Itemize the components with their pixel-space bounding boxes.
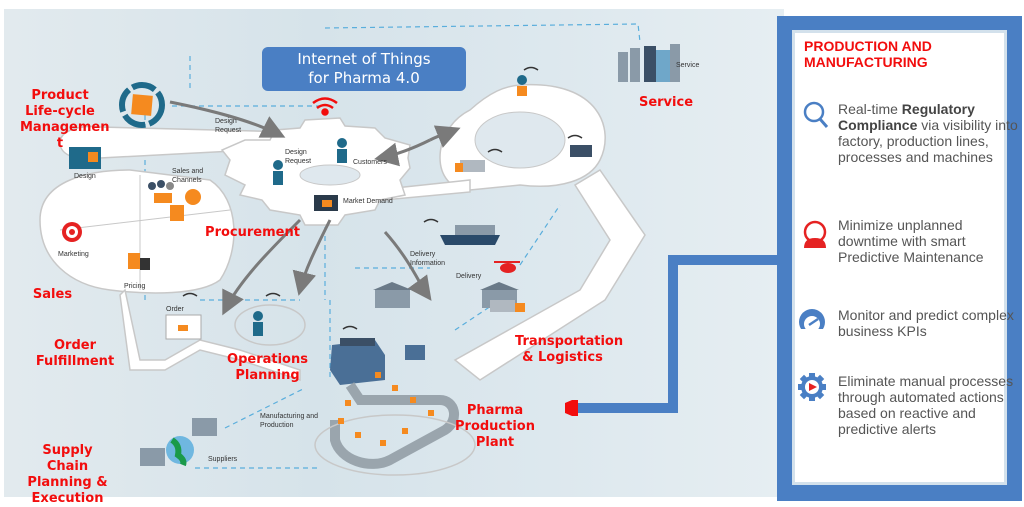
pricing-icon bbox=[128, 253, 150, 270]
suppliers-icon bbox=[140, 418, 217, 467]
wifi-red-icon bbox=[312, 97, 338, 116]
panel-item-compliance: Real-time Regulatory Compliance via visi… bbox=[838, 101, 1018, 165]
gear-market-demand-label: Market Demand bbox=[343, 198, 393, 205]
sales-team-icon bbox=[148, 180, 174, 203]
label-service: Service bbox=[638, 95, 694, 110]
delivery-label: Delivery bbox=[456, 273, 482, 280]
plm-ring-icon bbox=[119, 82, 165, 128]
panel-item-kpis: Monitor and predict complex business KPI… bbox=[838, 307, 1014, 339]
iot-title-box: Internet of Things for Pharma 4.0 bbox=[262, 47, 466, 91]
conveyor bbox=[330, 382, 459, 469]
service-building-label: Service bbox=[676, 62, 700, 69]
design-request-arrow-label: Design Request bbox=[215, 118, 242, 134]
connector-end-cap bbox=[565, 400, 578, 416]
label-pharma-plant: Pharma Production Plant bbox=[455, 403, 535, 450]
connector-line bbox=[572, 255, 782, 413]
pricing-label: Pricing bbox=[124, 283, 146, 290]
flow-arrows bbox=[169, 100, 461, 316]
alarm-bell-icon bbox=[803, 220, 827, 248]
gear-customers-label: Customers bbox=[353, 159, 387, 166]
service-building-icon bbox=[618, 44, 680, 82]
label-transportation: Transportation & Logistics bbox=[515, 334, 624, 365]
wifi-icon bbox=[182, 66, 583, 330]
panel-title: PRODUCTION AND MANUFACTURING bbox=[804, 38, 932, 70]
conveyor-boxes bbox=[338, 372, 434, 446]
gauge-icon bbox=[797, 309, 827, 337]
ship-icon bbox=[440, 225, 500, 245]
label-sales: Sales bbox=[32, 287, 73, 302]
gear-design-request-label: Design Request bbox=[285, 149, 312, 165]
label-order-fulfillment: Order Fulfillment bbox=[35, 338, 115, 369]
panel-item-automation: Eliminate manual processes through autom… bbox=[838, 373, 1014, 437]
design-board-icon bbox=[69, 147, 101, 169]
label-procurement: Procurement bbox=[205, 225, 300, 240]
marketing-label: Marketing bbox=[58, 251, 89, 258]
factory-icon bbox=[330, 338, 425, 385]
person-icon bbox=[253, 75, 527, 336]
label-plm: Product Life-cycle Managemen t bbox=[20, 88, 110, 151]
panel-item-bold: Regulatory Compliance bbox=[838, 101, 975, 133]
suppliers-label: Suppliers bbox=[208, 456, 238, 463]
procurement-icon bbox=[170, 189, 201, 221]
panel-item-text: Real-time bbox=[838, 101, 902, 117]
label-operations-planning: Operations Planning bbox=[227, 352, 308, 383]
iot-title-line1: Internet of Things bbox=[297, 50, 431, 68]
delivery-information-label: Delivery Information bbox=[410, 251, 446, 267]
order-label: Order bbox=[166, 306, 184, 313]
manufacturing-label: Manufacturing and Production bbox=[260, 413, 318, 429]
gear-play-icon bbox=[798, 373, 826, 401]
market-demand-icon bbox=[314, 195, 338, 211]
truck-icon bbox=[455, 145, 592, 312]
magnifier-icon bbox=[803, 101, 829, 128]
sales-channels-label: Sales and Channels bbox=[172, 168, 204, 184]
marketing-target-icon bbox=[62, 222, 82, 242]
panel-item-maintenance: Minimize unplanned downtime with smart P… bbox=[838, 217, 984, 265]
production-panel bbox=[792, 30, 1007, 485]
iot-title-line2: for Pharma 4.0 bbox=[308, 69, 420, 87]
order-screen-icon bbox=[165, 314, 202, 340]
design-label: Design bbox=[74, 173, 96, 180]
panel-item-text: via visibility into factory, production … bbox=[838, 117, 1018, 165]
label-supply-chain: Supply Chain Planning & Execution bbox=[27, 443, 108, 506]
helicopter-icon bbox=[494, 261, 520, 273]
